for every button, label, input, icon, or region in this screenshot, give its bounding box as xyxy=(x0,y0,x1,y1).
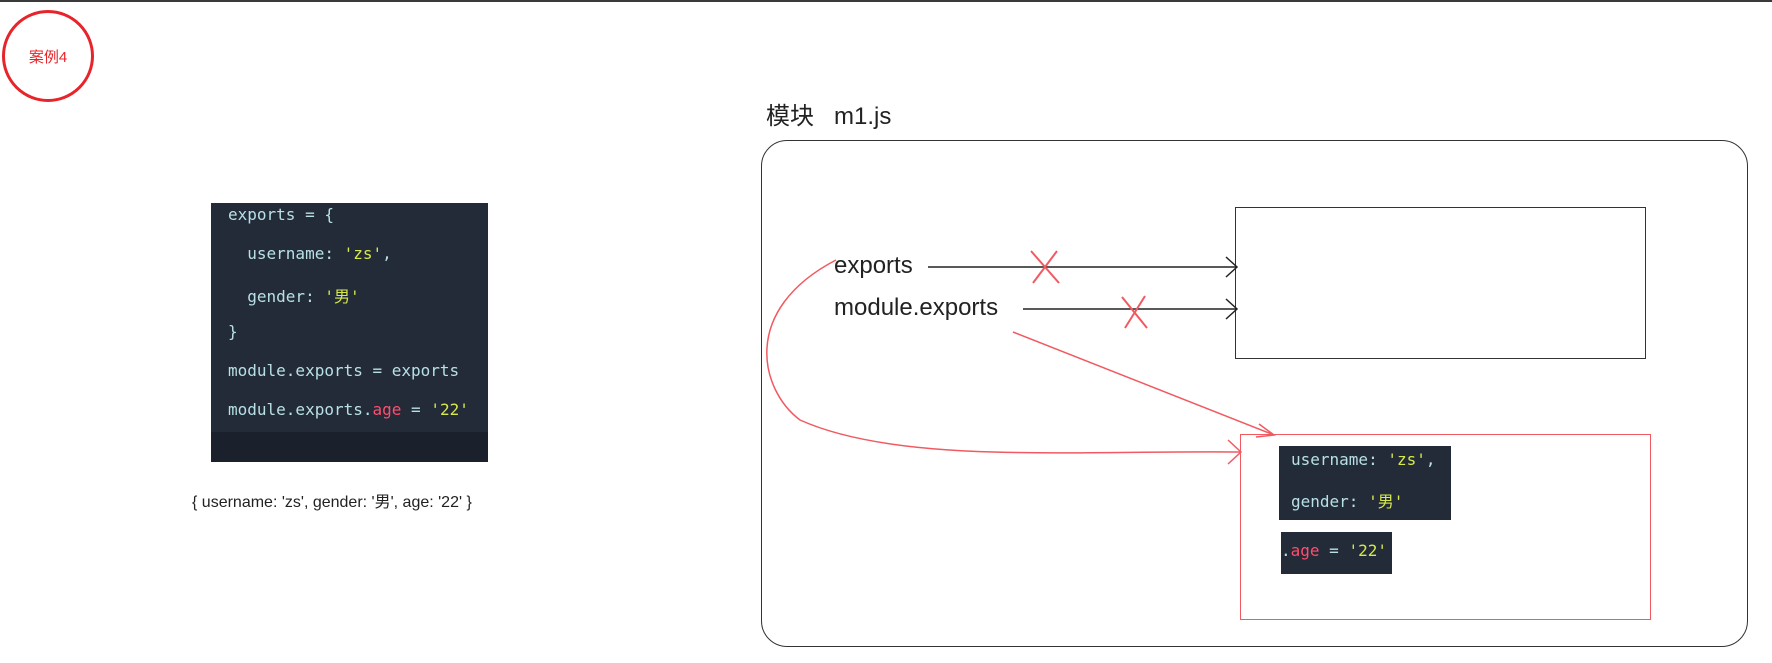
code-line: username: 'zs', xyxy=(228,244,392,263)
new-object-code-age: .age = '22' xyxy=(1281,532,1392,574)
exports-label: exports xyxy=(834,252,913,279)
code-token: } xyxy=(228,322,238,341)
module-exports-new-link xyxy=(1012,331,1275,436)
module-title: 模块 m1.js xyxy=(766,103,892,130)
result-output: { username: 'zs', gender: '男', age: '22'… xyxy=(192,494,472,511)
code-token: . xyxy=(1281,541,1291,560)
module-exports-arrowhead xyxy=(1225,298,1239,320)
code-token: '22' xyxy=(1348,541,1387,560)
case-badge: 案例4 xyxy=(2,10,94,102)
exports-cross-mark xyxy=(1030,250,1060,284)
module-exports-cross-mark xyxy=(1121,295,1148,329)
code-token: module.exports = exports xyxy=(228,361,460,380)
code-token: 'zs' xyxy=(343,244,383,263)
code-token: username: xyxy=(1291,450,1388,469)
code-token: '22' xyxy=(430,400,469,419)
code-token: '男' xyxy=(1368,492,1404,511)
code-token: age xyxy=(1290,541,1320,560)
code-token: username: xyxy=(228,244,344,263)
top-border xyxy=(0,0,1772,2)
code-line: module.exports = exports xyxy=(228,361,459,380)
code-token: gender: xyxy=(1291,492,1369,511)
code-line: gender: '男' xyxy=(228,283,360,307)
exports-new-arrowhead xyxy=(1227,439,1243,465)
module-exports-label: module.exports xyxy=(834,294,999,321)
code-line: gender: '男' xyxy=(1291,488,1403,512)
code-token: = xyxy=(401,400,431,419)
new-object-box xyxy=(1240,434,1651,620)
code-token: 'zs' xyxy=(1387,450,1426,469)
exports-new-link xyxy=(766,259,1242,454)
code-token: , xyxy=(382,244,392,263)
code-token: exports = { xyxy=(228,205,334,224)
exports-arrowhead xyxy=(1225,256,1239,278)
code-snippet-footer xyxy=(211,432,488,462)
module-exports-new-arrowhead xyxy=(1255,423,1276,438)
new-object-code-props: username: 'zs', gender: '男' xyxy=(1279,446,1451,520)
case-badge-label: 案例4 xyxy=(28,48,68,66)
code-line: module.exports.age = '22' xyxy=(228,400,469,419)
code-line: username: 'zs', xyxy=(1291,450,1436,469)
code-token: '男' xyxy=(324,287,360,306)
code-token: , xyxy=(1425,450,1436,469)
code-line: .age = '22' xyxy=(1281,541,1387,560)
code-line: } xyxy=(228,322,238,341)
module-frame xyxy=(761,140,1748,647)
code-token: gender: xyxy=(228,287,325,306)
code-snippet-main: exports = { username: 'zs', gender: '男'}… xyxy=(211,203,488,462)
code-token: age xyxy=(372,400,402,419)
code-token: module.exports. xyxy=(228,400,373,419)
original-object-box xyxy=(1235,207,1646,359)
code-line: exports = { xyxy=(228,205,334,224)
code-token: = xyxy=(1319,541,1349,560)
